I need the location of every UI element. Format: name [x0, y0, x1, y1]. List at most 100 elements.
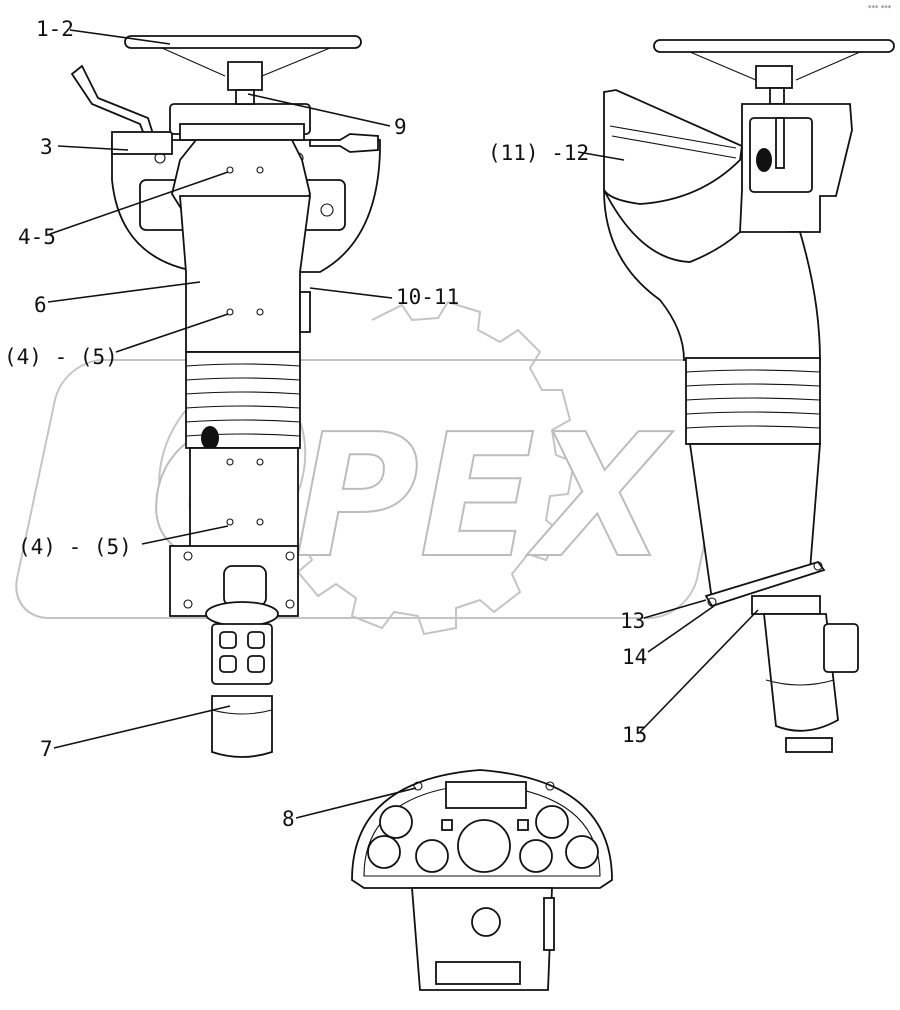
callout-3: 3	[40, 135, 53, 159]
valve-port	[247, 655, 265, 673]
callout-6: 6	[34, 293, 47, 317]
steering-wheel-spoke	[689, 51, 861, 81]
bellows-folds	[185, 363, 301, 437]
callout-9: 9	[394, 115, 407, 139]
callout-4-5-a: (4) - (5)	[4, 345, 118, 369]
indicator-light	[441, 819, 453, 831]
bracket-bolt	[813, 561, 823, 571]
cluster-screw	[413, 781, 423, 791]
right-valve-body	[762, 613, 839, 732]
bellows-folds	[685, 369, 821, 429]
plate-bolt	[183, 599, 193, 609]
left-column-assembly	[70, 35, 381, 758]
leader-15	[639, 609, 759, 733]
bolt-hole	[256, 166, 264, 174]
leader-6	[47, 281, 201, 303]
instrument-cluster	[351, 769, 613, 991]
lever-base	[111, 131, 173, 155]
gauge-large	[457, 819, 511, 873]
gauge-small	[379, 805, 413, 839]
leader-7	[53, 705, 231, 749]
gauge-small	[367, 835, 401, 869]
watermark-gear	[296, 300, 576, 636]
pedestal-hole	[471, 907, 501, 937]
steering-valve-flange	[205, 601, 279, 627]
switch-knob	[756, 148, 772, 172]
valve-band	[765, 679, 835, 686]
valve-port	[219, 655, 237, 673]
gauge-small	[415, 839, 449, 873]
bolt-hole	[256, 308, 264, 316]
leader-13	[643, 599, 707, 619]
cluster-display	[445, 781, 527, 809]
bolt-hole	[226, 458, 234, 466]
gauge-small	[535, 805, 569, 839]
indicator-light	[517, 819, 529, 831]
plate-bolt	[285, 551, 295, 561]
switch-lever	[775, 117, 785, 169]
leader-1-2	[69, 29, 171, 45]
cluster-screw	[545, 781, 555, 791]
leader-8	[295, 787, 417, 819]
right-valve-flange	[751, 595, 821, 615]
callout-7: 7	[40, 737, 53, 761]
leader-14	[647, 605, 715, 653]
gauge-small	[519, 839, 553, 873]
column-lower-body	[189, 447, 299, 549]
steering-valve-top	[223, 565, 267, 607]
callout-14: 14	[622, 645, 647, 669]
valve-port	[247, 631, 265, 649]
leader-3	[57, 145, 129, 151]
bolt-hole	[256, 458, 264, 466]
connector-plug	[309, 133, 379, 153]
mount-bracket	[704, 560, 826, 608]
steering-wheel-rim	[653, 39, 895, 53]
bolt-hole	[226, 518, 234, 526]
bolt-hole	[226, 308, 234, 316]
leader-9	[247, 93, 391, 127]
corner-mark: *** ***	[868, 4, 892, 12]
right-column-assembly	[603, 39, 895, 753]
steering-wheel-hub	[227, 61, 263, 91]
valve-port	[219, 631, 237, 649]
column-main-body	[179, 195, 312, 353]
leader-4-5-b	[141, 525, 229, 545]
leader-lines	[47, 29, 759, 819]
valve-side-port	[823, 623, 859, 673]
bracket-bolt	[707, 597, 717, 607]
steering-wheel-hub	[755, 65, 793, 89]
steering-wheel-spoke	[161, 47, 331, 77]
leader-4-5	[49, 171, 229, 235]
housing-bolt	[320, 203, 334, 217]
bellows-body	[685, 357, 821, 445]
callout-13: 13	[620, 609, 645, 633]
steering-wheel-rim	[124, 35, 362, 49]
callout-8: 8	[282, 807, 295, 831]
column-top-ring	[179, 123, 305, 141]
leader-4-5-a	[115, 313, 229, 353]
right-bellows	[685, 357, 821, 445]
gauge-small	[565, 835, 599, 869]
bolt-hole	[226, 166, 234, 174]
leader-10-11	[309, 287, 393, 299]
callout-15: 15	[622, 723, 647, 747]
steering-shaft	[235, 89, 255, 105]
column-shroud	[603, 189, 821, 361]
callout-4-5: 4-5	[18, 225, 56, 249]
callout-labels: 1-2 9 3 4-5 6 10-11 (4) - (5) (4) - (5) …	[4, 17, 647, 831]
pedestal-label-plate	[435, 961, 521, 985]
leader-11-12	[577, 151, 625, 161]
callout-11-12: (11) -12	[488, 141, 589, 165]
dash-tray-edge	[609, 125, 737, 159]
valve-connector	[785, 737, 833, 753]
callout-4-5-b: (4) - (5)	[18, 535, 132, 559]
callout-1-2: 1-2	[36, 17, 74, 41]
valve-motor-band	[211, 709, 273, 715]
bolt-hole	[256, 518, 264, 526]
valve-motor	[211, 695, 273, 758]
callout-10-11: 10-11	[396, 285, 459, 309]
column-side-switch	[299, 291, 311, 333]
plate-bolt	[285, 599, 295, 609]
bellows-clip	[201, 426, 219, 450]
